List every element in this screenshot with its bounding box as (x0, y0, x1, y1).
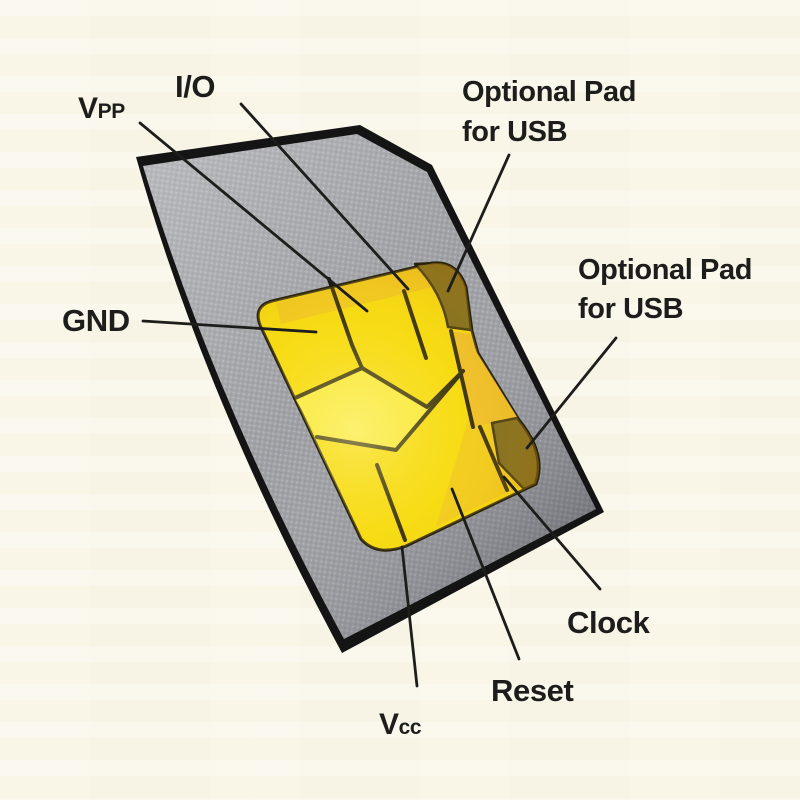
leader-io (239, 102, 410, 291)
leader-lines (138, 102, 618, 688)
leader-reset (450, 487, 521, 661)
leader-vcc (400, 545, 419, 688)
contact-plate (256, 261, 541, 552)
contact-plate-lighting (258, 262, 540, 551)
svg-text:Optional Pad: Optional Pad (578, 254, 752, 286)
leader-usb-side (525, 336, 618, 450)
svg-text:for USB: for USB (462, 116, 567, 148)
leader-gnd (141, 319, 318, 334)
label-usb-top: Optional Pad for USB (462, 76, 636, 148)
svg-text:for USB: for USB (578, 293, 683, 325)
label-reset: Reset (491, 673, 574, 708)
pin-labels: VPP I/O GND Optional Pad for USB Optiona… (62, 69, 752, 741)
leader-usb-top (446, 153, 511, 293)
label-gnd: GND (62, 303, 130, 338)
label-vcc: Vcc (379, 708, 422, 741)
svg-text:Optional Pad: Optional Pad (462, 76, 636, 108)
label-usb-side: Optional Pad for USB (578, 254, 752, 325)
label-vpp: VPP (78, 92, 125, 125)
leader-clock (502, 475, 602, 591)
leader-vpp (138, 121, 369, 313)
label-io: I/O (175, 69, 215, 104)
label-clock: Clock (567, 605, 651, 640)
